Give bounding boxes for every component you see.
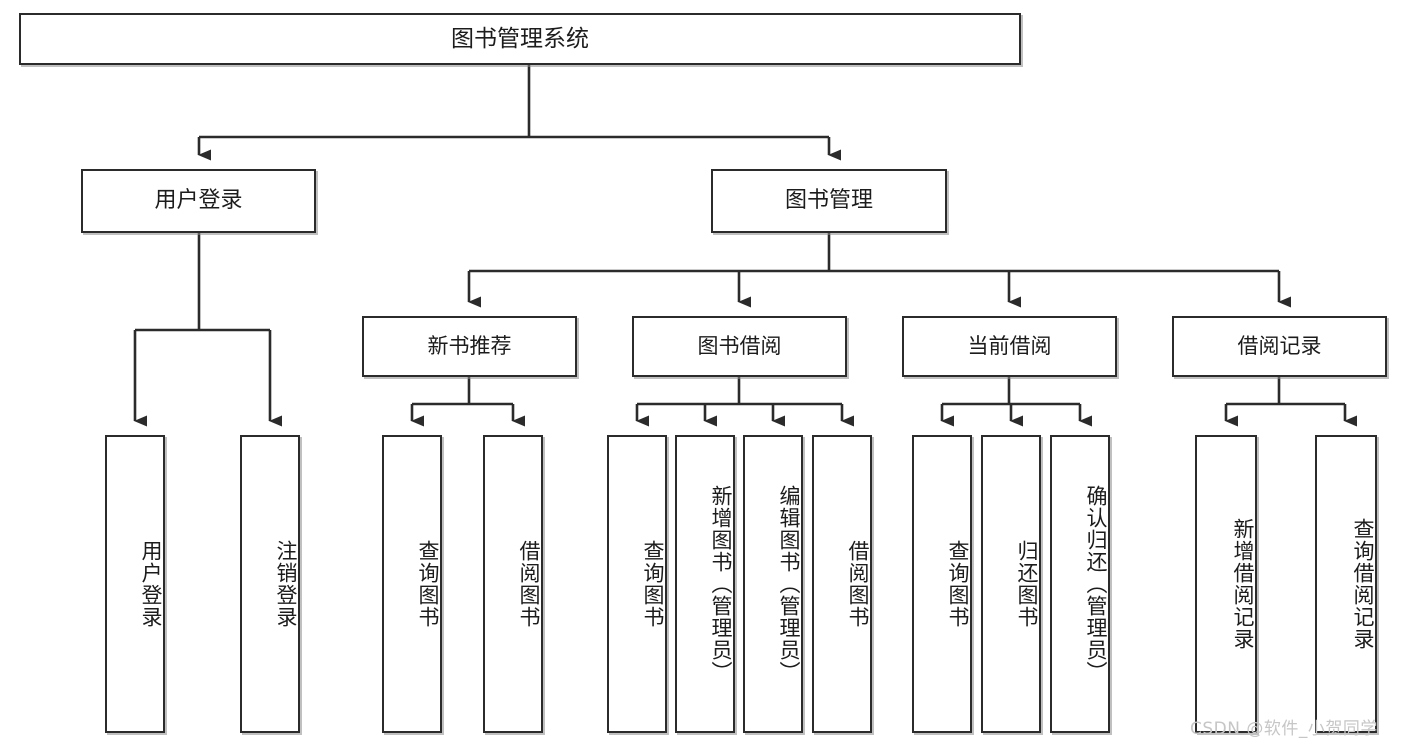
node-book-borrow[interactable]: 图书借阅 bbox=[632, 316, 847, 377]
node-label: 图书管理系统 bbox=[451, 25, 589, 52]
node-new-book-recommend[interactable]: 新书推荐 bbox=[362, 316, 577, 377]
leaf-confirm-return[interactable]: 确认归还（管理员） bbox=[1050, 435, 1110, 733]
node-book-manage[interactable]: 图书管理 bbox=[711, 169, 947, 233]
node-label: 借阅图书 bbox=[517, 540, 541, 628]
node-label: 用户登录 bbox=[139, 540, 163, 628]
leaf-user-login[interactable]: 用户登录 bbox=[105, 435, 165, 733]
leaf-edit-book[interactable]: 编辑图书（管理员） bbox=[743, 435, 803, 733]
node-label: 当前借阅 bbox=[967, 333, 1052, 358]
node-label: 用户登录 bbox=[154, 187, 243, 213]
node-label: 确认归还（管理员） bbox=[1084, 485, 1108, 683]
node-label: 注销登录 bbox=[274, 540, 298, 628]
node-current-borrow[interactable]: 当前借阅 bbox=[902, 316, 1117, 377]
leaf-query-book-borrow[interactable]: 查询图书 bbox=[607, 435, 667, 733]
node-label: 查询图书 bbox=[946, 540, 970, 628]
node-label: 归还图书 bbox=[1015, 540, 1039, 628]
csdn-watermark: CSDN @软件_小贺同学 bbox=[1190, 719, 1378, 739]
node-label: 图书管理 bbox=[784, 187, 873, 213]
node-label: 新增图书（管理员） bbox=[709, 485, 733, 683]
node-label: 图书借阅 bbox=[697, 333, 782, 358]
node-label: 借阅图书 bbox=[846, 540, 870, 628]
leaf-add-borrow-record[interactable]: 新增借阅记录 bbox=[1195, 435, 1257, 733]
leaf-user-logout[interactable]: 注销登录 bbox=[240, 435, 300, 733]
leaf-return-book[interactable]: 归还图书 bbox=[981, 435, 1041, 733]
node-label: 新增借阅记录 bbox=[1231, 518, 1255, 650]
node-root-system[interactable]: 图书管理系统 bbox=[19, 13, 1021, 65]
node-label: 查询图书 bbox=[641, 540, 665, 628]
node-label: 编辑图书（管理员） bbox=[777, 485, 801, 683]
node-user-login[interactable]: 用户登录 bbox=[81, 169, 316, 233]
leaf-borrow-book-recommend[interactable]: 借阅图书 bbox=[483, 435, 543, 733]
leaf-add-book[interactable]: 新增图书（管理员） bbox=[675, 435, 735, 733]
node-label: 查询图书 bbox=[416, 540, 440, 628]
leaf-query-book-current[interactable]: 查询图书 bbox=[912, 435, 972, 733]
node-label: 新书推荐 bbox=[427, 333, 512, 358]
leaf-borrow-book[interactable]: 借阅图书 bbox=[812, 435, 872, 733]
node-label: 借阅记录 bbox=[1237, 333, 1322, 358]
leaf-query-borrow-record[interactable]: 查询借阅记录 bbox=[1315, 435, 1377, 733]
node-label: 查询借阅记录 bbox=[1351, 518, 1375, 650]
leaf-query-book-recommend[interactable]: 查询图书 bbox=[382, 435, 442, 733]
node-borrow-record[interactable]: 借阅记录 bbox=[1172, 316, 1387, 377]
